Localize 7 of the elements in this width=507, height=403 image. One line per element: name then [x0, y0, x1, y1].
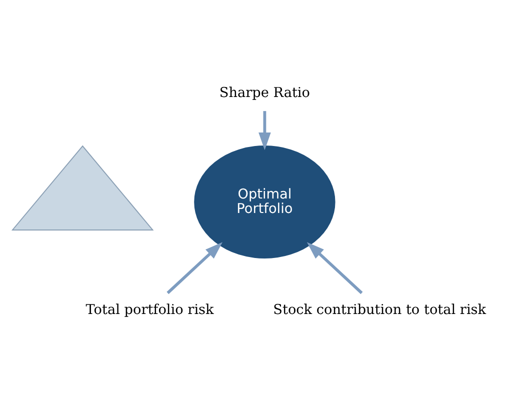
node-text: Stock contribution to total risk	[273, 302, 486, 318]
arrow	[166, 242, 223, 294]
arrow	[306, 242, 363, 294]
node-text: Sharpe Ratio	[219, 84, 310, 101]
node-triangle	[11, 144, 154, 230]
node-text: Total portfolio risk	[86, 302, 214, 318]
arrow	[258, 110, 271, 150]
